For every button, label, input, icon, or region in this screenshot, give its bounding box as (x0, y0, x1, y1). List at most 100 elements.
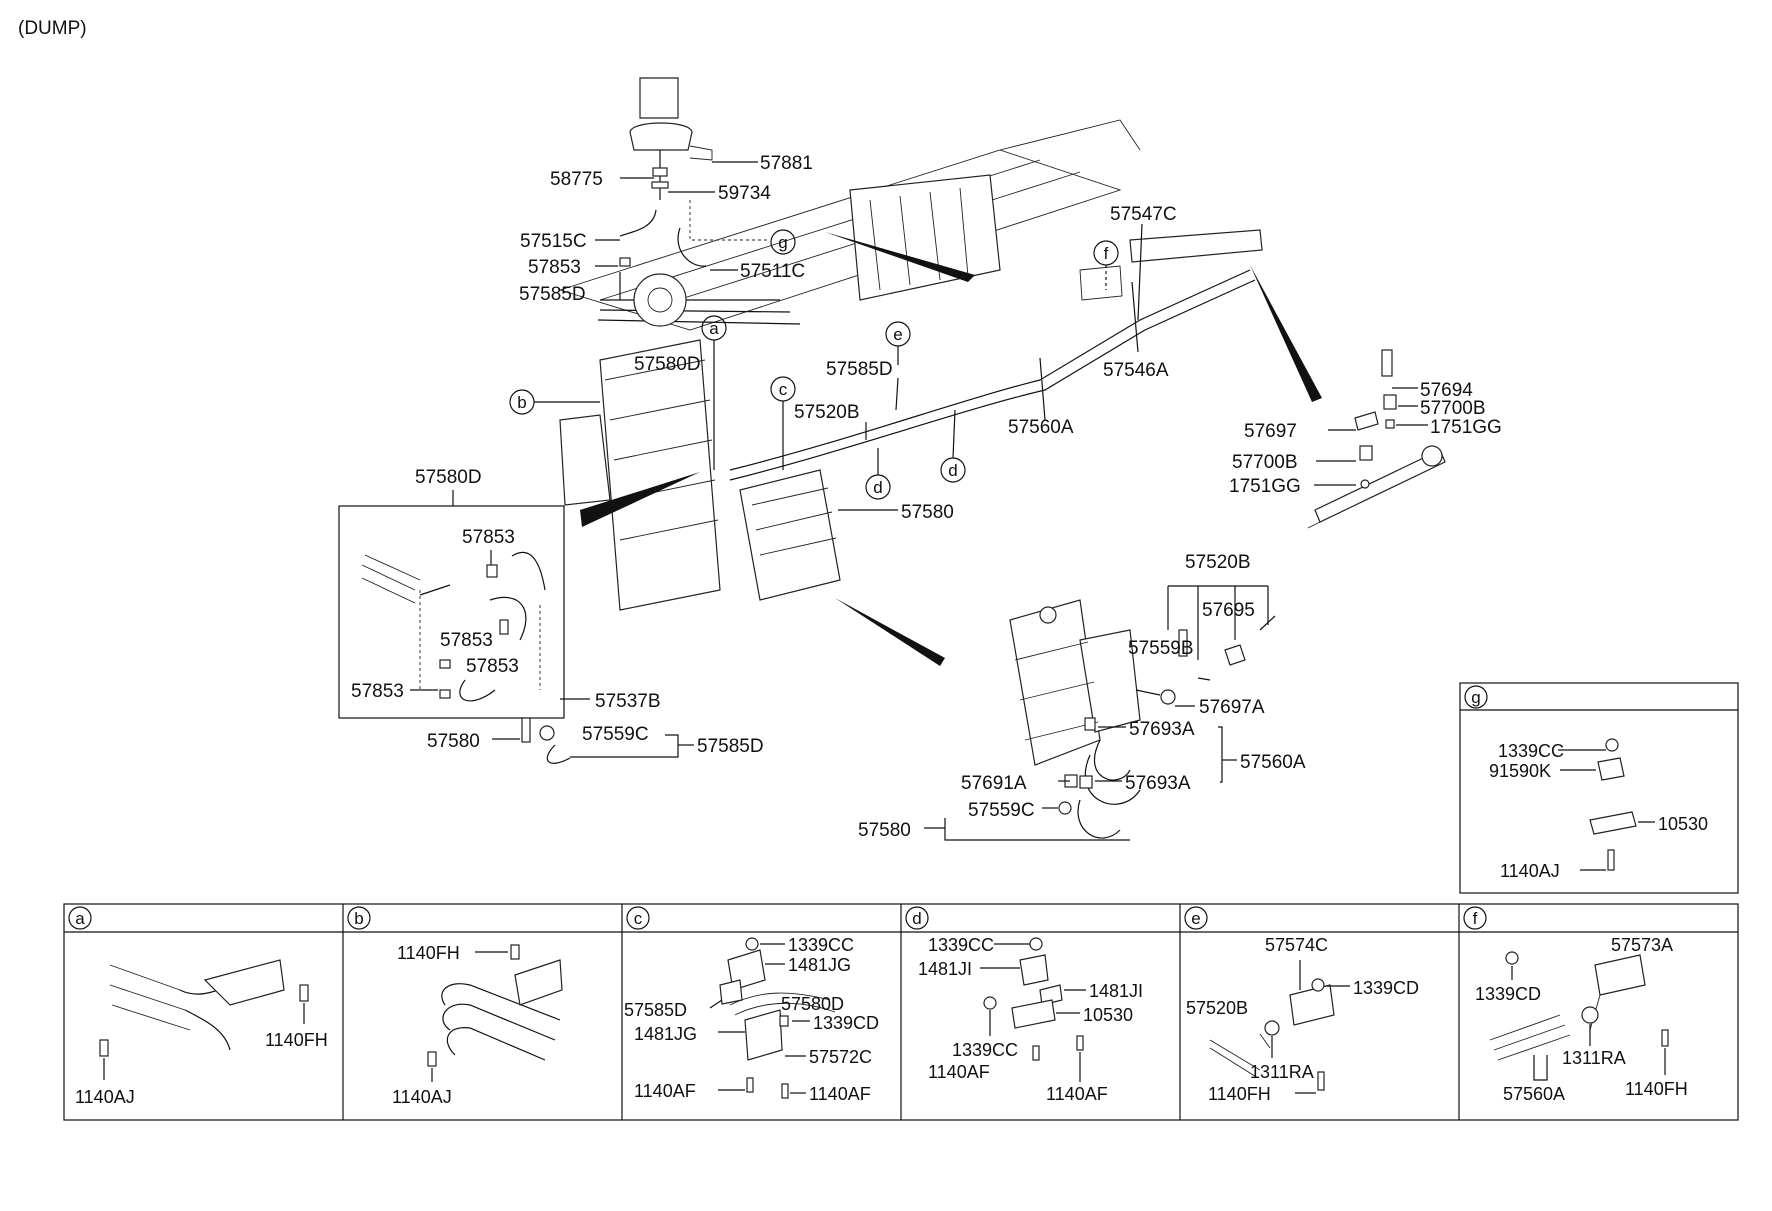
panel-d-label-5: 1339CC (952, 1040, 1018, 1060)
panel-e-label-1: 57574C (1265, 935, 1328, 955)
label-57547C: 57547C (1110, 204, 1177, 225)
panel-d-label-7: 1140AF (1046, 1084, 1108, 1104)
panel-f-letter: f (1473, 909, 1478, 928)
leader-wedge-cylinder (1250, 265, 1322, 402)
label-57560A-mid: 57560A (1008, 417, 1074, 438)
panel-f-label-5: 1140FH (1625, 1079, 1688, 1099)
detail-panel-e: e 57574C 1339CD 57520B 1311RA 1140FH (1184, 906, 1419, 1104)
label-57580-mid: 57580 (901, 502, 954, 523)
panel-g-label-2: 91590K (1489, 761, 1551, 781)
detail-panel-d: d 1339CC 1481JI 1481JI 10530 1339CC 1140… (905, 906, 1143, 1104)
svg-text:e: e (893, 325, 902, 344)
panel-b-label-2: 1140AJ (392, 1087, 452, 1107)
label-57700B-2: 57700B (1232, 452, 1298, 473)
label-57853-a: 57853 (462, 527, 515, 548)
panel-d-label-6: 1140AF (928, 1062, 990, 1082)
cylinder-fittings-illustration (1307, 349, 1446, 529)
panel-e-label-3: 57520B (1186, 998, 1248, 1018)
panel-c-letter: c (634, 909, 643, 928)
panel-c-label-7: 57572C (809, 1047, 872, 1067)
panel-d-letter: d (912, 909, 921, 928)
label-57520B-gear: 57520B (1185, 552, 1251, 573)
leader-wedge-gear (835, 598, 945, 666)
callout-d-1: d (865, 448, 891, 500)
label-57700B-1: 57700B (1420, 398, 1486, 419)
callout-b: b (509, 389, 600, 415)
label-57580-box: 57580 (427, 731, 480, 752)
panel-a-label-1: 1140FH (265, 1030, 328, 1050)
label-57511C: 57511C (740, 261, 805, 282)
label-57585D-mid: 57585D (826, 359, 893, 380)
svg-text:b: b (517, 393, 526, 412)
label-57559C-box: 57559C (582, 724, 649, 745)
detail-panel-g: g 1339CC 91590K 10530 1140AJ (1459, 682, 1739, 894)
panel-g-label-1: 1339CC (1498, 741, 1564, 761)
svg-text:d: d (948, 461, 957, 480)
leader-wedge-box (580, 472, 700, 527)
label-57694: 57694 (1420, 380, 1473, 401)
label-1751GG-1: 1751GG (1430, 417, 1502, 438)
steering-gear-illustration (1009, 599, 1276, 839)
svg-text:a: a (709, 319, 719, 338)
label-57853-b: 57853 (440, 630, 493, 651)
detail-strip (63, 903, 1739, 1121)
label-59734: 59734 (718, 183, 771, 204)
panel-d-label-1: 1339CC (928, 935, 994, 955)
svg-text:f: f (1104, 244, 1109, 263)
label-57537B: 57537B (595, 691, 661, 712)
reservoir-illustration (619, 77, 713, 300)
label-57559C-gear: 57559C (968, 800, 1035, 821)
panel-d-label-4: 10530 (1083, 1005, 1133, 1025)
panel-g-letter: g (1471, 688, 1480, 707)
panel-f-label-3: 1311RA (1562, 1048, 1626, 1068)
label-57691A: 57691A (961, 773, 1027, 794)
label-57559B: 57559B (1128, 638, 1194, 659)
panel-b-label-1: 1140FH (397, 943, 460, 963)
label-57580-gear: 57580 (858, 820, 911, 841)
label-57693A-2: 57693A (1125, 773, 1191, 794)
truck-frame-illustration (558, 119, 1263, 611)
diagram-variant-label: (DUMP) (18, 18, 87, 39)
callout-e: e (885, 321, 911, 365)
panel-c-label-4: 57580D (781, 994, 844, 1014)
hose-detail-box: 57580D 57853 57853 57853 57853 57537B 57… (338, 467, 764, 764)
panel-e-label-5: 1140FH (1208, 1084, 1271, 1104)
panel-a-label-2: 1140AJ (75, 1087, 135, 1107)
panel-c-label-6: 1481JG (634, 1024, 697, 1044)
label-57695: 57695 (1202, 600, 1255, 621)
main-callouts: 57881 58775 59734 57515C 57853 57585D 57… (519, 153, 1502, 523)
svg-text:c: c (779, 380, 788, 399)
callout-c: c (770, 376, 796, 470)
label-57580D-box: 57580D (415, 467, 482, 488)
panel-e-label-4: 1311RA (1250, 1062, 1314, 1082)
panel-c-label-5: 1339CD (813, 1013, 879, 1033)
panel-a-letter: a (75, 909, 85, 928)
label-1751GG-2: 1751GG (1229, 476, 1301, 497)
panel-e-label-2: 1339CD (1353, 978, 1419, 998)
label-57585D-top: 57585D (519, 284, 586, 305)
label-57881: 57881 (760, 153, 813, 174)
label-57515C: 57515C (520, 231, 587, 252)
label-57560A-gear: 57560A (1240, 752, 1306, 773)
detail-panel-b: b 1140FH 1140AJ (347, 906, 563, 1107)
panel-e-letter: e (1191, 909, 1200, 928)
label-57853-top: 57853 (528, 257, 581, 278)
panel-f-label-2: 1339CD (1475, 984, 1541, 1004)
panel-c-label-1: 1339CC (788, 935, 854, 955)
panel-b-letter: b (354, 909, 363, 928)
label-57697: 57697 (1244, 421, 1297, 442)
label-57853-c: 57853 (466, 656, 519, 677)
panel-d-label-2: 1481JI (918, 959, 972, 979)
leader-wedge-headboard (825, 232, 975, 282)
panel-c-label-9: 1140AF (809, 1084, 871, 1104)
panel-d-label-3: 1481JI (1089, 981, 1143, 1001)
label-57853-d: 57853 (351, 681, 404, 702)
detail-panel-f: f 57573A 1339CD 1311RA 57560A 1140FH (1463, 906, 1688, 1104)
svg-text:g: g (778, 233, 787, 252)
label-58775: 58775 (550, 169, 603, 190)
label-57693A-1: 57693A (1129, 719, 1195, 740)
label-57580D-main: 57580D (634, 354, 701, 375)
panel-c-label-3: 57585D (624, 1000, 687, 1020)
detail-panel-c: c 1339CC 1481JG 57585D 57580D 1339CD 148… (624, 906, 879, 1104)
svg-text:d: d (873, 478, 882, 497)
